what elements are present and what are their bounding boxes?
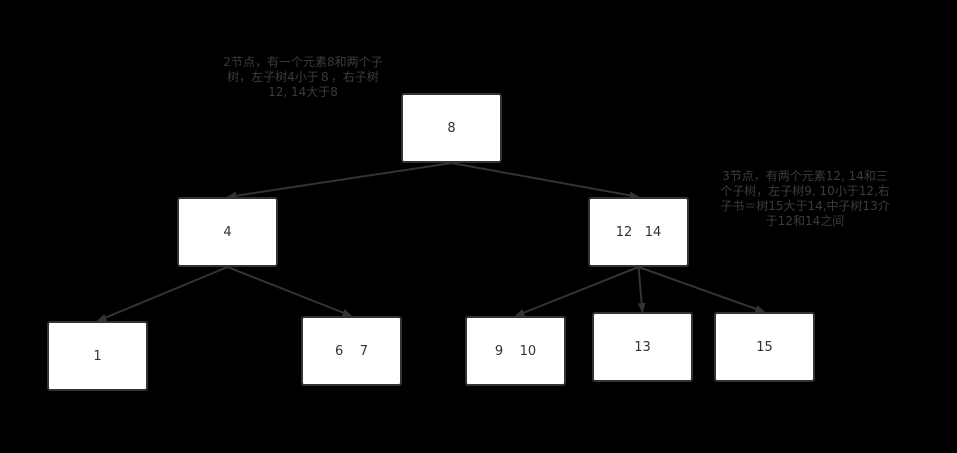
node-right-mid[interactable]: 13 [592, 312, 693, 382]
edge-right-to-right_left [514, 266, 639, 317]
node-right[interactable]: 12 14 [588, 197, 689, 267]
note-three-node: 3节点，有两个元素12, 14和三 个子树，左子树9, 10小于12,右 子书＝… [720, 169, 890, 228]
edges-group [96, 162, 766, 322]
edge-right-to-right_right [638, 266, 766, 313]
note-two-node: 2节点，有一个元素8和两个子 树，左子树4小于８，右子树 12, 14大于8 [223, 55, 383, 99]
node-left[interactable]: 4 [177, 197, 278, 267]
node-left-left[interactable]: 1 [47, 321, 148, 391]
edge-left-to-left_left [96, 266, 228, 322]
edge-left-to-left_right [227, 266, 353, 317]
edge-right-to-right_mid [637, 266, 646, 313]
node-right-right[interactable]: 15 [714, 312, 815, 382]
node-root[interactable]: 8 [401, 93, 502, 163]
node-right-left[interactable]: 9 10 [465, 316, 566, 386]
edge-root-to-left [226, 162, 452, 200]
edge-root-to-right [451, 162, 640, 200]
node-left-right[interactable]: 6 7 [301, 316, 402, 386]
